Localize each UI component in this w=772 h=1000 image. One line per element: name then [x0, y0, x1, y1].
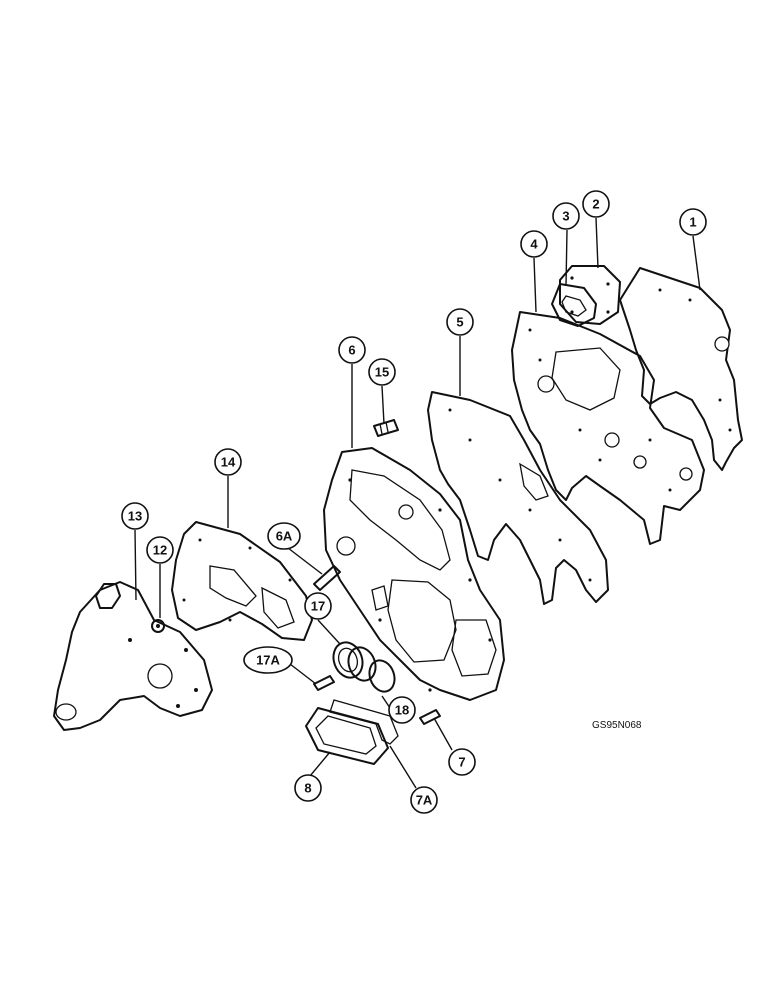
callout-3: 3: [552, 202, 580, 230]
svg-text:7: 7: [458, 755, 465, 770]
callout-6: 6: [338, 336, 366, 364]
part-6-timing-cover: [323, 447, 505, 701]
part-17a-pin: [313, 675, 335, 691]
svg-text:17: 17: [311, 599, 325, 614]
callout-7a: 7A: [410, 786, 438, 814]
part-14-pump-gasket: [171, 521, 313, 641]
leader-lines: [134, 217, 701, 789]
callout-5: 5: [446, 308, 474, 336]
svg-text:12: 12: [153, 543, 167, 558]
svg-text:3: 3: [562, 209, 569, 224]
svg-text:2: 2: [592, 197, 599, 212]
callout-17a: 17A: [243, 646, 293, 674]
part-4-front-plate: [511, 311, 705, 545]
svg-text:7A: 7A: [416, 793, 433, 808]
callout-13: 13: [121, 502, 149, 530]
part-17-sealing-rings: [332, 641, 377, 682]
part-5-cover-gasket: [427, 391, 609, 605]
svg-text:17A: 17A: [256, 653, 280, 668]
part-7a-gasket: [329, 699, 399, 745]
callout-2: 2: [582, 190, 610, 218]
callout-15: 15: [368, 358, 396, 386]
svg-text:5: 5: [456, 315, 463, 330]
svg-text:13: 13: [128, 509, 142, 524]
part-2-cover-plate: [559, 265, 621, 325]
part-6a-dowel-pin: [313, 565, 341, 591]
callout-8: 8: [294, 774, 322, 802]
callout-7: 7: [448, 748, 476, 776]
part-18-o-ring: [368, 659, 396, 693]
callout-14: 14: [214, 448, 242, 476]
part-15-stud: [373, 419, 399, 437]
svg-text:8: 8: [304, 781, 311, 796]
callout-12: 12: [146, 536, 174, 564]
part-3-small-gasket: [551, 283, 597, 327]
callout-4: 4: [520, 230, 548, 258]
svg-text:6: 6: [348, 343, 355, 358]
callout-1: 1: [679, 208, 707, 236]
svg-text:18: 18: [395, 703, 409, 718]
callout-17: 17: [304, 592, 332, 620]
svg-text:14: 14: [221, 455, 236, 470]
callout-18: 18: [388, 696, 416, 724]
callout-6a: 6A: [267, 522, 301, 550]
part-8-outlet-cover: [305, 707, 389, 765]
svg-text:15: 15: [375, 365, 389, 380]
part-7-screw: [419, 709, 441, 725]
part-13-water-pump: [53, 581, 213, 731]
figure-code: GS95N068: [592, 720, 642, 731]
svg-text:4: 4: [530, 237, 538, 252]
svg-text:1: 1: [689, 215, 696, 230]
part-1-gasket: [619, 267, 743, 471]
part-12-washer: [151, 619, 165, 633]
svg-text:6A: 6A: [276, 529, 293, 544]
